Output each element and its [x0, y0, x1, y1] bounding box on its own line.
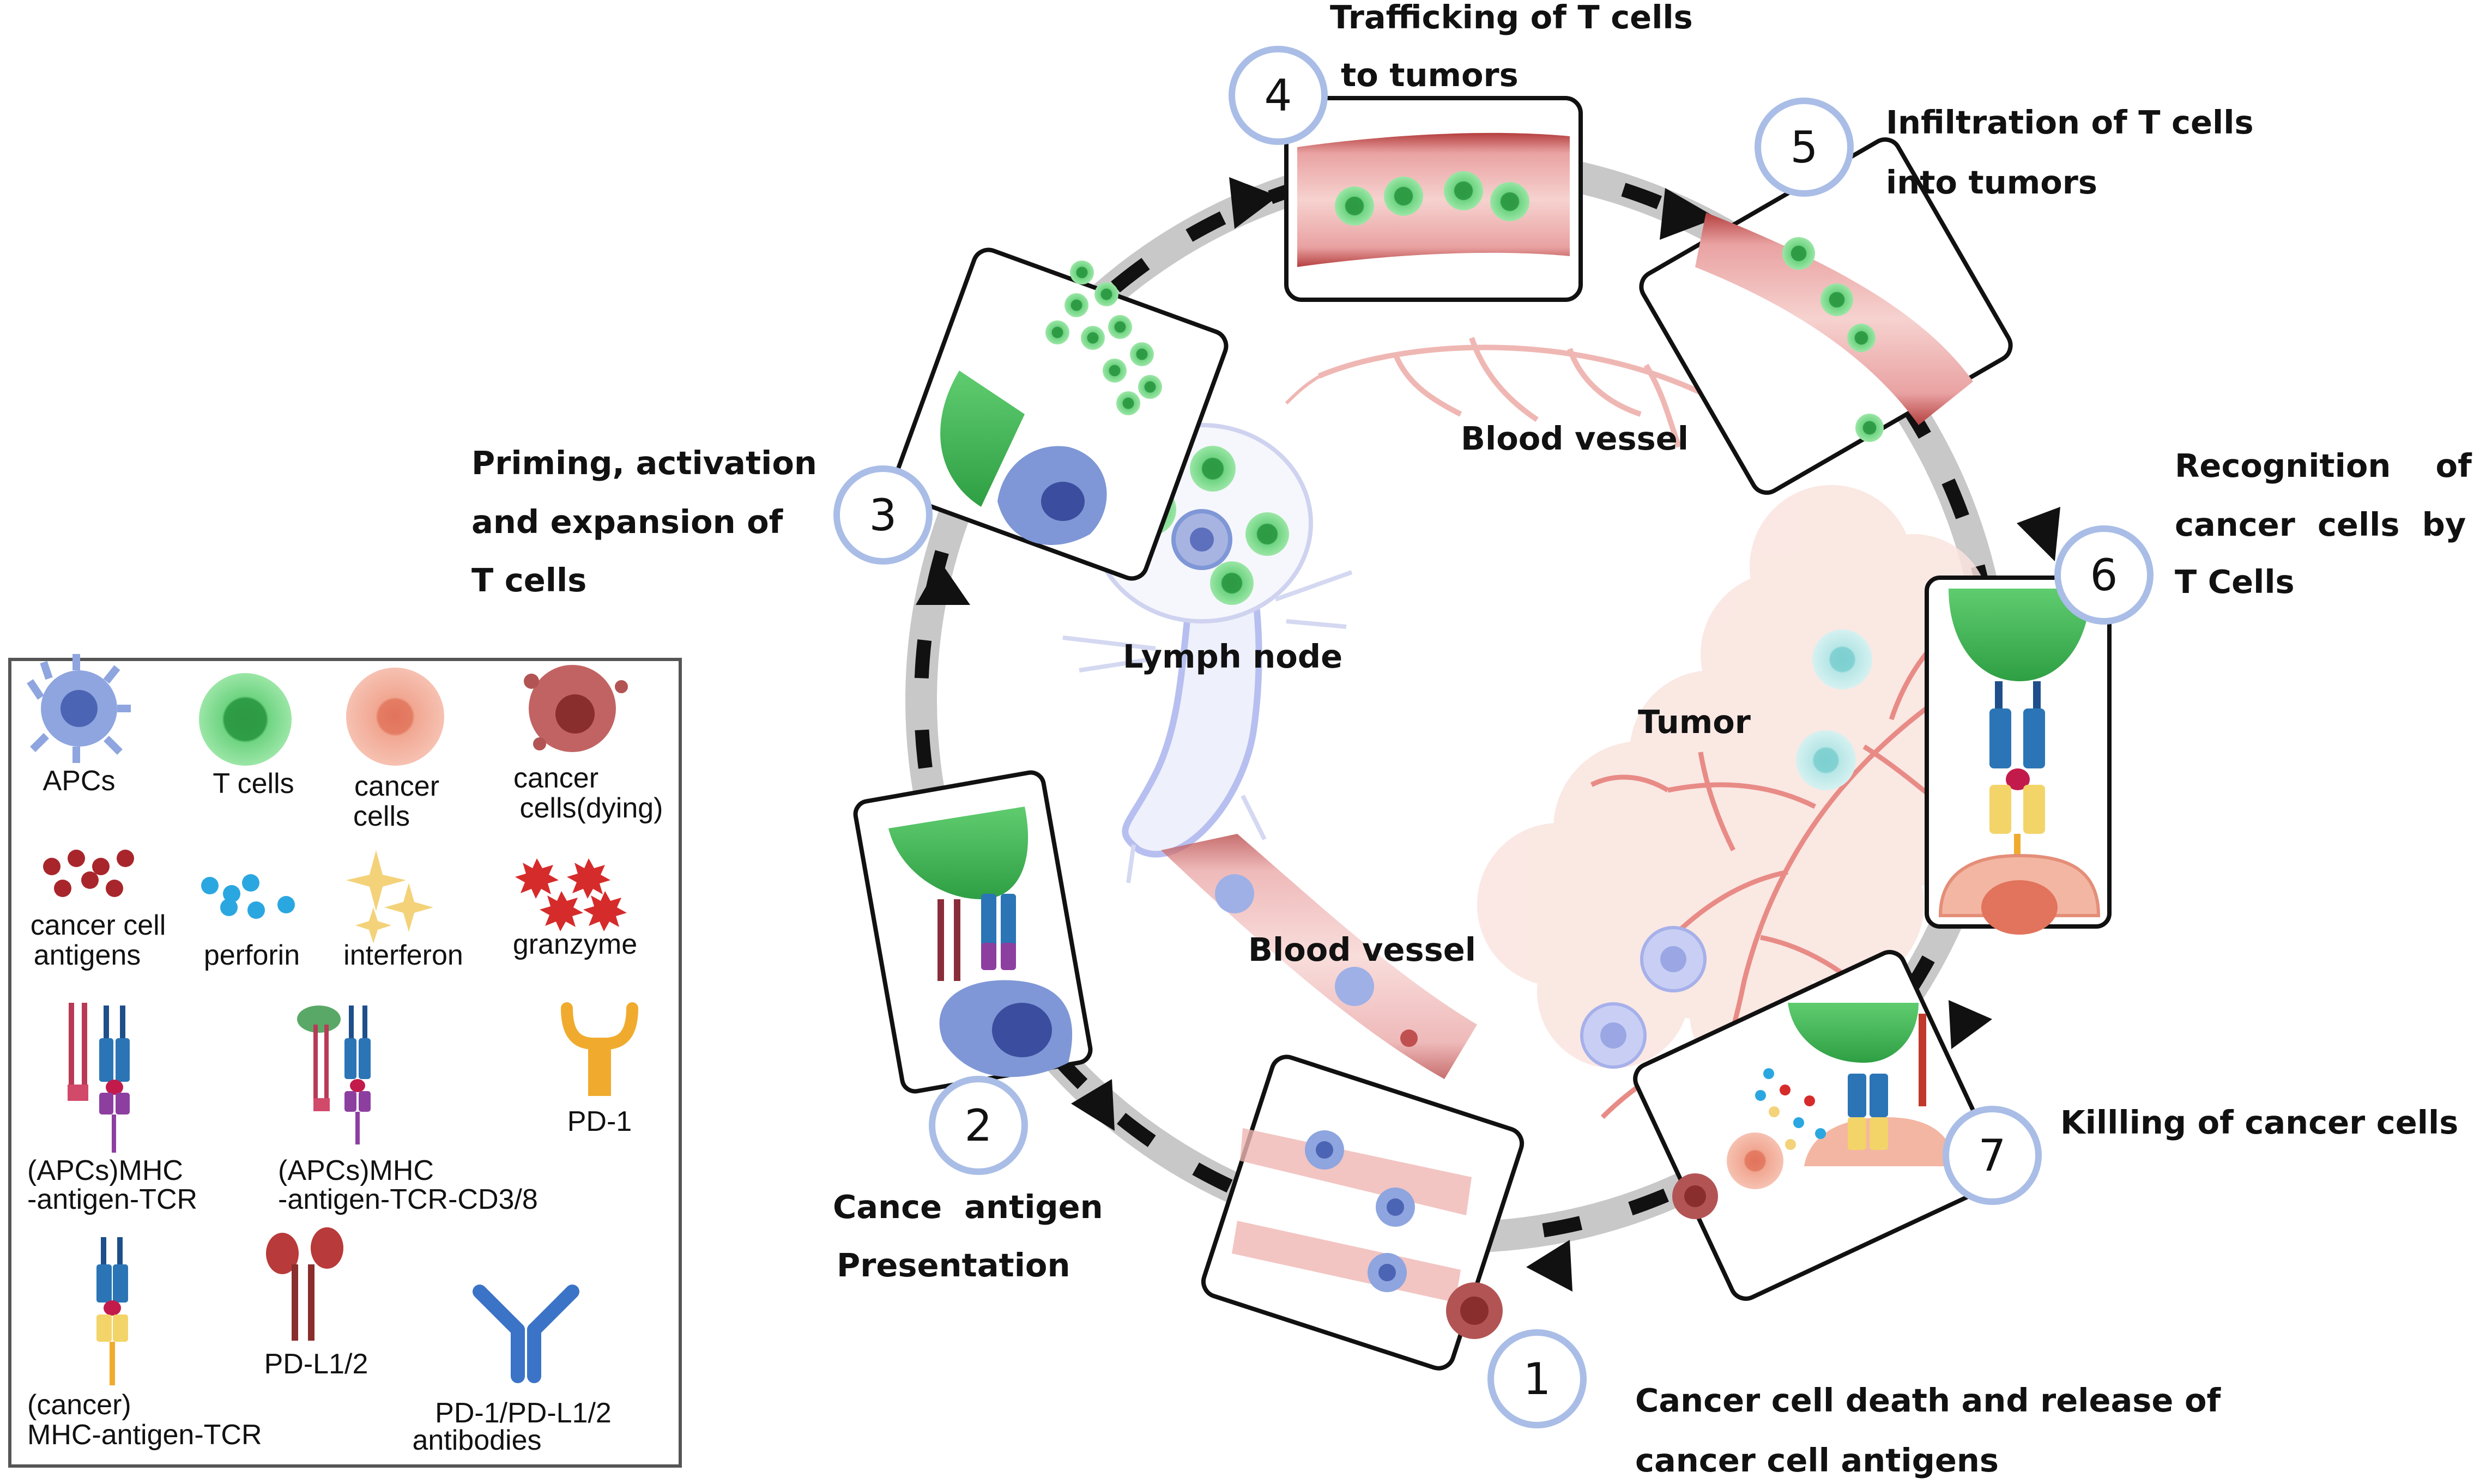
step-4-title-line-2: to tumors	[1341, 56, 1519, 94]
step-6-number: 6	[2090, 550, 2118, 601]
cycle-arrowheads	[916, 177, 2060, 1292]
step-1-title-line-1: Cancer cell death and release of	[1635, 1382, 2221, 1419]
lymph-node-label: Lymph node	[1123, 638, 1342, 675]
step-1-apcs	[1305, 1130, 1415, 1292]
legend-cancer-cells-dying-label-line-2: cells(dying)	[520, 792, 663, 824]
step-1-number: 1	[1523, 1354, 1551, 1404]
legend-antibodies-label-line-1: PD-1/PD-L1/2	[435, 1397, 612, 1429]
legend-cancer-cells-dying-icon	[524, 665, 628, 752]
step-6-title-line-2: cancer cells by	[2175, 506, 2466, 543]
legend-cancer-cells-label-line-1: cancer	[354, 771, 439, 802]
step-5-title-line-2: into tumors	[1886, 163, 2097, 201]
legend-perforin-label: perforin	[204, 940, 300, 971]
arrowhead-4-to-5	[1660, 188, 1717, 240]
legend-cancer-cell-antigens-label-line-1: cancer cell	[31, 910, 166, 941]
legend-granzyme-icon	[515, 858, 627, 931]
step-2-title-line-1: Cance antigen	[833, 1188, 1103, 1226]
arrowhead-2-to-3	[916, 561, 970, 605]
blood-vessel-top-label: Blood vessel	[1461, 420, 1689, 457]
step-7-box	[1633, 950, 2003, 1301]
step-1-badge: 1	[1487, 1329, 1587, 1428]
legend-cancer-cell-antigens-icon	[43, 850, 134, 897]
step-2-number: 2	[965, 1100, 993, 1151]
legend-cancer-cell-antigens-label-line-2: antigens	[34, 940, 141, 971]
step-5-box	[1639, 137, 2013, 495]
step-4-number: 4	[1265, 70, 1292, 121]
center-labels: Blood vessel Lymph node Tumor Blood vess…	[1123, 420, 1751, 968]
step-3-title-line-2: and expansion of	[471, 503, 784, 541]
step-2-box	[853, 770, 1093, 1094]
step-4-title-line-1: Trafficking of T cells	[1330, 0, 1693, 36]
legend-cancer-mhc-tcr-icon	[96, 1237, 128, 1385]
step-4-t-cells	[1335, 171, 1529, 226]
arrowhead-7-to-1	[1526, 1240, 1572, 1292]
legend-cancer-mhc-tcr-label-line-1: (cancer)	[27, 1389, 131, 1421]
legend-apc-mhc-tcr-cd-label-line-1: (APCs)MHC	[278, 1155, 434, 1186]
center-illustration	[1062, 337, 2011, 1124]
step-3-number: 3	[869, 490, 897, 541]
arrowhead-3-to-4	[1229, 177, 1278, 229]
step-4-box	[1284, 96, 1583, 302]
legend-cancer-cells-label-line-2: cells	[353, 801, 410, 832]
legend-apc-mhc-tcr-label-line-1: (APCs)MHC	[27, 1155, 183, 1186]
legend-granzyme-label: granzyme	[513, 929, 637, 960]
step-5-number: 5	[1791, 122, 1818, 173]
legend-pd1-icon	[561, 1002, 638, 1096]
legend: APCs T cells cancer cells cancer cells(d…	[8, 654, 682, 1468]
legend-pdl-icon	[266, 1227, 343, 1341]
tumor-cells	[1580, 629, 1872, 1069]
legend-interferon-icon	[346, 850, 433, 943]
legend-antibodies-label-line-2: antibodies	[412, 1425, 541, 1456]
step-3-badge: 3	[833, 465, 933, 565]
arrowhead-1-to-2	[1071, 1079, 1115, 1131]
step-4-badge: 4	[1229, 46, 1328, 145]
step-2-badge: 2	[929, 1076, 1028, 1175]
legend-pdl-label: PD-L1/2	[264, 1348, 368, 1380]
step-1-title-line-2: cancer cell antigens	[1635, 1441, 1999, 1479]
arrowhead-6-to-7	[1949, 1000, 1992, 1049]
step-1-box	[1201, 1055, 1525, 1371]
bottom-blood-vessel	[1161, 834, 1477, 1079]
step-6-title-line-1: Recognition of	[2175, 447, 2472, 484]
step-7-badge: 7	[1943, 1106, 2042, 1205]
tumor-label: Tumor	[1638, 703, 1751, 741]
step-6-box	[1925, 576, 2112, 935]
legend-pd1-label: PD-1	[567, 1106, 632, 1137]
step-3-title-line-1: Priming, activation	[471, 444, 817, 482]
arrowhead-5-to-6	[2017, 507, 2060, 561]
legend-apc-mhc-tcr-cd-icon	[297, 1006, 371, 1144]
legend-cancer-cells-icon	[346, 668, 444, 766]
legend-apc-mhc-tcr-icon	[68, 1003, 130, 1153]
step-number-badges: 1 2 3 4 5 6 7	[833, 46, 2154, 1428]
step-6-title-line-3: T Cells	[2175, 563, 2295, 601]
step-2-title-line-2: Presentation	[837, 1246, 1070, 1284]
legend-cancer-cells-dying-label-line-1: cancer	[513, 762, 598, 794]
step-7-title: Killling of cancer cells	[2060, 1104, 2458, 1141]
legend-apcs-label: APCs	[43, 765, 116, 797]
legend-apc-mhc-tcr-label-line-2: -antigen-TCR	[27, 1184, 197, 1215]
legend-t-cells-label: T cells	[213, 768, 294, 799]
step-3-t-cell-cluster	[1045, 261, 1162, 415]
blood-vessel-bottom-label: Blood vessel	[1248, 931, 1476, 968]
step-5-t-cells	[1782, 237, 1884, 442]
legend-apc-mhc-tcr-cd-label-line-2: -antigen-TCR-CD3/8	[278, 1184, 538, 1215]
step-3-title-line-3: T cells	[471, 561, 586, 599]
step-5-badge: 5	[1755, 98, 1854, 197]
step-5-title-line-1: Infiltration of T cells	[1886, 104, 2254, 141]
legend-t-cells-icon	[199, 673, 292, 766]
step-6-badge: 6	[2054, 525, 2154, 625]
step-7-number: 7	[1979, 1130, 2006, 1181]
legend-perforin-icon	[201, 874, 295, 919]
legend-interferon-label: interferon	[343, 940, 463, 971]
legend-apcs-icon	[27, 654, 131, 763]
legend-antibodies-icon	[473, 1285, 579, 1383]
legend-cancer-mhc-tcr-label-line-2: MHC-antigen-TCR	[27, 1419, 262, 1451]
step-7-granules	[1755, 1068, 1826, 1150]
step-titles: Trafficking of T cells to tumors Infiltr…	[471, 0, 2472, 1479]
step-3-box	[892, 247, 1229, 581]
